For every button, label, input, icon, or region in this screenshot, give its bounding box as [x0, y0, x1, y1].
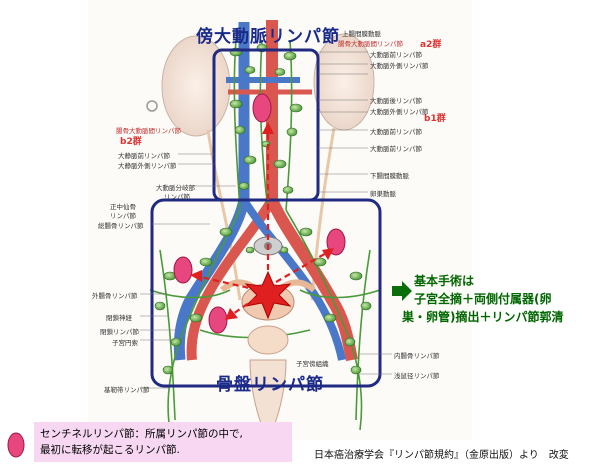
left-kidney — [313, 33, 375, 131]
metastasis-arrows — [195, 128, 329, 317]
label-aortic-lat-2: 大動脈後リンパ節 — [370, 97, 422, 105]
label-superficial-inguinal: 浅鼠径リンパ節 — [394, 372, 440, 380]
label-external-iliac: 外腸骨リンパ節 — [92, 292, 138, 300]
sentinel-nodes — [173, 93, 346, 334]
legend-sentinel-icon — [7, 432, 25, 458]
label-aortic-front-1: 大動脈前リンパ節 — [370, 51, 422, 59]
note-arrow-icon — [392, 281, 412, 301]
leader-lines — [140, 51, 392, 389]
sentinel-node-right-iliac — [173, 256, 193, 284]
label-aortic-lat-1: 大動脈外側リンパ節 — [370, 62, 429, 70]
group-b1-label: b1群 — [424, 114, 446, 124]
legend-box — [34, 422, 292, 462]
right-ureter — [206, 129, 242, 301]
paraaortic-title: 傍大動脈リンパ節 — [196, 27, 340, 47]
surgery-note-line2: 子宮全摘＋両側付属器(卵 — [414, 292, 552, 306]
label-aortic-lat-3: 大動脈外側リンパ節 — [370, 108, 429, 116]
label-aortic-front-2: 大動脈前リンパ節 — [370, 128, 422, 136]
legend-line2: 最初に転移が起こるリンパ節. — [40, 444, 180, 456]
label-median-sacral-node: リンパ節 — [110, 212, 136, 220]
label-caval-lat: 大静脈外側リンパ節 — [118, 162, 177, 170]
label-ovarian-artery: 卵巣動脈 — [370, 190, 396, 198]
ureter-ring — [146, 100, 158, 112]
pelvic-box — [150, 198, 382, 388]
tumor-marker — [244, 270, 292, 320]
label-internal-iliac: 内腸骨リンパ節 — [394, 352, 440, 360]
sentinel-node-obturator — [208, 306, 228, 334]
inferior-vena-cava — [173, 22, 250, 361]
group-a2-label: a2群 — [420, 40, 442, 50]
label-inferior-mesenteric: 下腸間膜動脈 — [370, 172, 409, 180]
label-obturator-node: 閉鎖リンパ節 — [100, 328, 139, 336]
label-iliac-aortic-a2: 腸骨大動脈間リンパ節 — [338, 40, 403, 48]
label-obturator-nerve: 閉鎖神経 — [106, 314, 132, 322]
label-upper-mesenteric: 上腸間膜動脈 — [342, 30, 381, 38]
surgery-note-line1: 基本手術は — [414, 274, 475, 288]
label-caval-front: 大静脈前リンパ節 — [118, 152, 170, 160]
arrow-heads — [190, 122, 334, 320]
label-round-ligament: 子宮円索 — [112, 339, 138, 347]
pelvic-title: 骨盤リンパ節 — [216, 375, 324, 395]
surgery-note-line3: 巣・卵管)摘出＋リンパ節郭清 — [402, 310, 564, 324]
lymph-nodes — [154, 43, 372, 375]
label-aortic-bifurcation: 大動脈分岐部 — [156, 184, 195, 192]
label-parametrium: 子宮傍組織 — [296, 360, 329, 368]
cervix — [247, 325, 289, 355]
label-cardinal-node: 基靭帯リンパ節 — [104, 386, 150, 394]
label-median-sacral: 正中仙骨 — [110, 203, 136, 211]
label-common-iliac: 総腸骨リンパ節 — [98, 222, 144, 230]
label-aortic-front-3: 大動脈前リンパ節 — [370, 145, 422, 153]
legend-line1: センチネルリンパ節：所属リンパ節の中で, — [40, 428, 243, 440]
label-aortic-bifurcation-node: リンパ節 — [164, 193, 190, 201]
sentinel-node-paraaortic — [252, 93, 272, 123]
group-b2-label: b2群 — [120, 137, 142, 147]
citation: 日本癌治療学会『リンパ節規約』（金原出版）より 改変 — [314, 450, 569, 461]
label-iliac-aortic-b2: 腸骨大動脈間リンパ節 — [116, 127, 181, 135]
